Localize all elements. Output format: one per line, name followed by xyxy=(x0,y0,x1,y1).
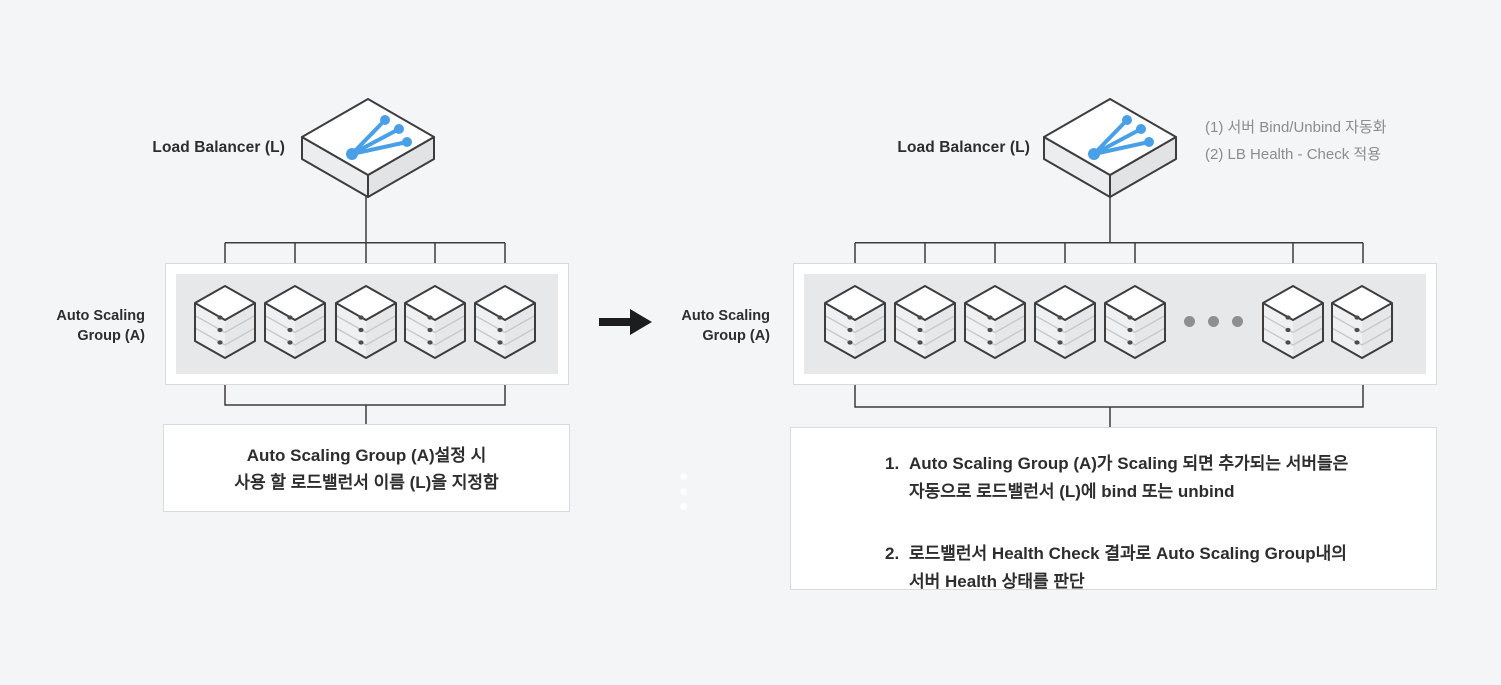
annotation-line: (1) 서버 Bind/Unbind 자동화 xyxy=(1205,119,1387,136)
server-stack-icon xyxy=(1261,284,1325,360)
note-item-text: Auto Scaling Group (A)가 Scaling 되면 추가되는 … xyxy=(909,450,1416,506)
right-arrow-icon xyxy=(599,308,653,341)
asg-label-right: Auto Scaling Group (A) xyxy=(645,306,770,346)
server-stack-icon xyxy=(893,284,957,360)
lb-label-right: Load Balancer (L) xyxy=(897,139,1030,156)
server-stack-icon xyxy=(334,284,398,360)
note-item-text: 로드밸런서 Health Check 결과로 Auto Scaling Grou… xyxy=(909,540,1416,596)
note-item-number: 1. xyxy=(885,454,900,473)
server-stack-icon xyxy=(263,284,327,360)
asg-label-line: Group (A) xyxy=(702,328,770,344)
bracket-left xyxy=(224,384,506,406)
server-stack-icon xyxy=(1033,284,1097,360)
more-servers-dots xyxy=(1184,316,1243,327)
lb-annotations: (1) 서버 Bind/Unbind 자동화 (2) LB Health - C… xyxy=(1205,114,1387,168)
server-stack-icon xyxy=(473,284,537,360)
server-stack-icon xyxy=(1103,284,1167,360)
server-stack-icon xyxy=(823,284,887,360)
load-balancer-icon-right xyxy=(1042,97,1178,199)
server-stack-icon xyxy=(1330,284,1394,360)
asg-label-line: Auto Scaling xyxy=(56,308,145,324)
note-line: 사용 할 로드밸런서 이름 (L)을 지정함 xyxy=(234,473,499,492)
annotation-line: (2) LB Health - Check 적용 xyxy=(1205,146,1381,163)
note-line: 서버 Health 상태를 판단 xyxy=(909,572,1085,591)
note-item-number: 2. xyxy=(885,544,900,563)
note-item: 1. Auto Scaling Group (A)가 Scaling 되면 추가… xyxy=(885,450,1416,506)
note-line: 자동으로 로드밸런서 (L)에 bind 또는 unbind xyxy=(909,482,1235,501)
asg-label-left: Auto Scaling Group (A) xyxy=(20,306,145,346)
note-line: Auto Scaling Group (A)가 Scaling 되면 추가되는 … xyxy=(909,454,1349,473)
load-balancer-icon-left xyxy=(300,97,436,199)
server-drop-lines-right xyxy=(854,242,1364,263)
asg-label-line: Auto Scaling xyxy=(681,308,770,324)
note-line: 로드밸런서 Health Check 결과로 Auto Scaling Grou… xyxy=(909,544,1347,563)
lb-label-left: Load Balancer (L) xyxy=(152,139,285,156)
server-stack-icon xyxy=(963,284,1027,360)
server-stack-icon xyxy=(193,284,257,360)
note-item: 2. 로드밸런서 Health Check 결과로 Auto Scaling G… xyxy=(885,540,1416,596)
server-stack-icon xyxy=(403,284,467,360)
note-box-right: 1. Auto Scaling Group (A)가 Scaling 되면 추가… xyxy=(790,427,1437,591)
bracket-right xyxy=(854,384,1364,408)
note-box-left: Auto Scaling Group (A)설정 시 사용 할 로드밸런서 이름… xyxy=(163,424,570,512)
server-drop-lines-left xyxy=(224,242,506,263)
note-line: Auto Scaling Group (A)설정 시 xyxy=(246,446,487,465)
faint-ellipsis-decoration xyxy=(680,473,687,510)
asg-label-line: Group (A) xyxy=(77,328,145,344)
